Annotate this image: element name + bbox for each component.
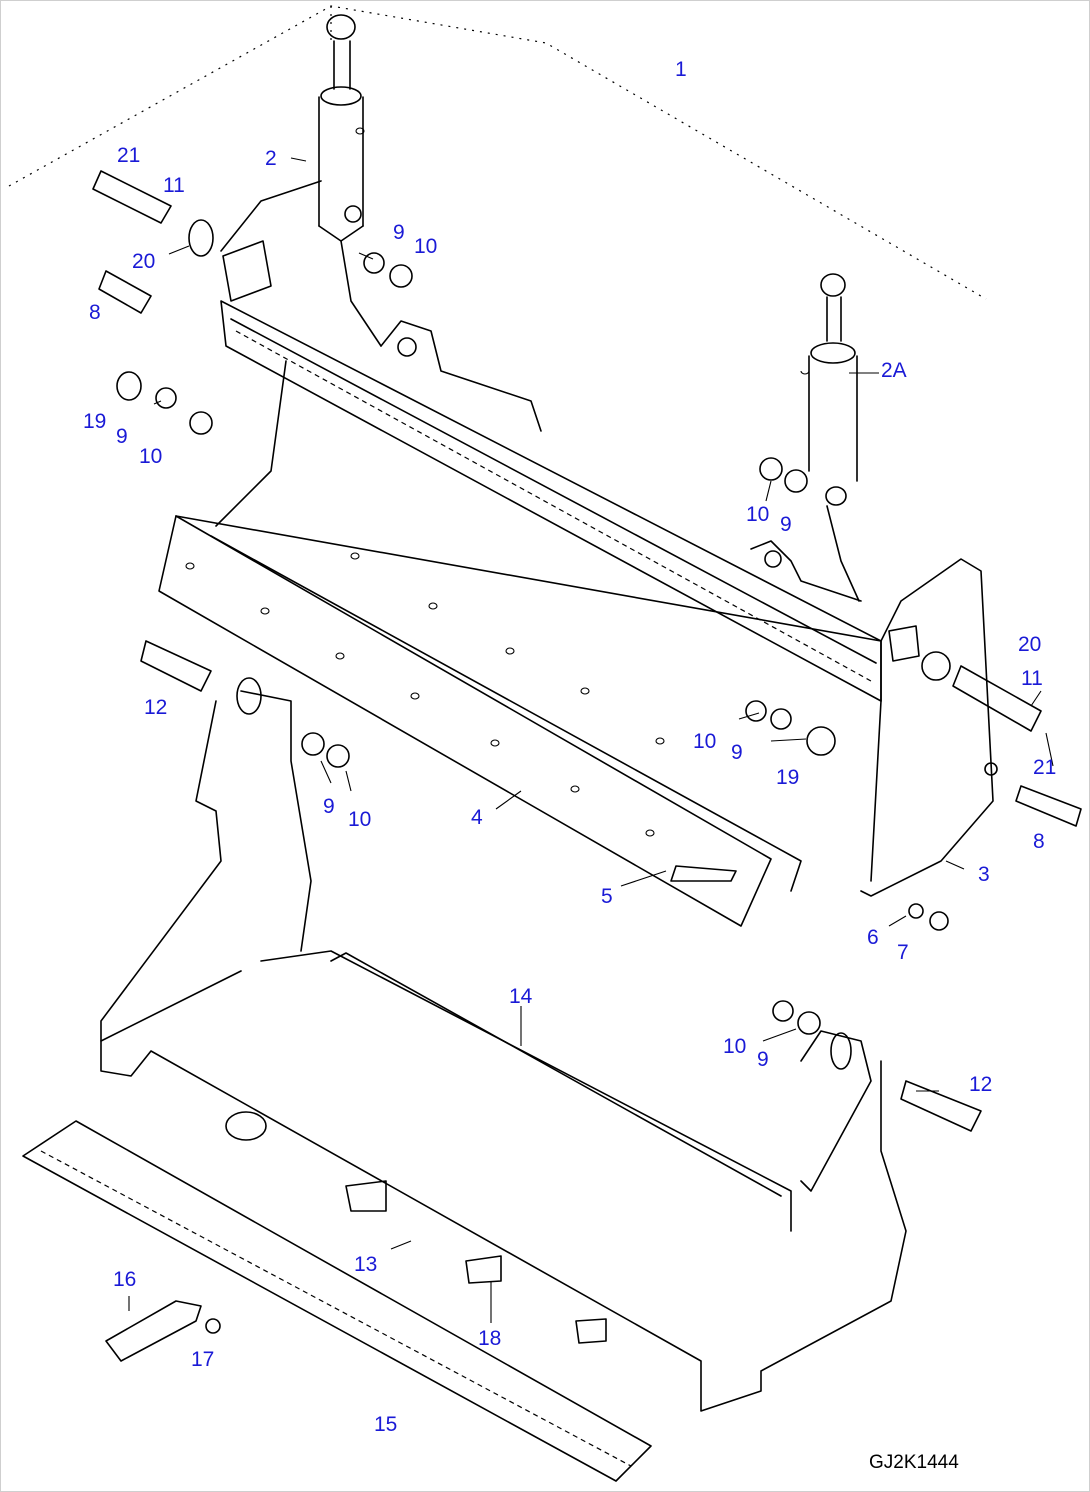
callout-9-a: 9 <box>393 221 405 244</box>
callout-9-c: 9 <box>780 513 792 536</box>
callout-labels: 1 2 2A 3 4 5 6 7 8 8 9 9 9 9 9 9 10 10 1… <box>83 58 1056 1436</box>
callout-9-d: 9 <box>731 741 743 764</box>
callout-12-right: 12 <box>969 1073 992 1096</box>
callout-2a: 2A <box>881 359 907 382</box>
callout-15: 15 <box>374 1413 397 1436</box>
callout-5: 5 <box>601 885 613 908</box>
callout-11-left: 11 <box>163 174 185 197</box>
callout-8-left: 8 <box>89 301 101 324</box>
callout-20-right: 20 <box>1018 633 1041 656</box>
machine-body-outline <box>8 5 987 300</box>
callout-19-left: 19 <box>83 410 106 433</box>
callout-10-a: 10 <box>414 235 437 258</box>
cylinder-right <box>800 273 860 602</box>
callout-12-left: 12 <box>144 696 167 719</box>
callout-3: 3 <box>978 863 990 886</box>
callout-11-right: 11 <box>1021 667 1043 690</box>
callout-10-d: 10 <box>693 730 716 753</box>
callout-10-c: 10 <box>746 503 769 526</box>
callout-20-left: 20 <box>132 250 155 273</box>
callout-9-f: 9 <box>757 1048 769 1071</box>
callout-2: 2 <box>265 147 277 170</box>
callout-10-b: 10 <box>139 445 162 468</box>
blade-plate <box>158 515 882 927</box>
callout-1: 1 <box>675 58 687 81</box>
callout-10-f: 10 <box>723 1035 746 1058</box>
callout-21-right: 21 <box>1033 756 1056 779</box>
callout-10-e: 10 <box>348 808 371 831</box>
hardware-parts <box>92 170 1082 1362</box>
callout-7: 7 <box>897 941 909 964</box>
callout-8-right: 8 <box>1033 830 1045 853</box>
side-plate <box>860 558 998 897</box>
callout-4: 4 <box>471 806 483 829</box>
callout-19-right: 19 <box>776 766 799 789</box>
drawing-number: GJ2K1444 <box>869 1452 959 1473</box>
callout-21-left: 21 <box>117 144 140 167</box>
lower-frame <box>100 690 907 1412</box>
callout-9-b: 9 <box>116 425 128 448</box>
callout-13: 13 <box>354 1253 377 1276</box>
callout-17: 17 <box>191 1348 214 1371</box>
callout-14: 14 <box>509 985 533 1008</box>
cylinder-left <box>318 14 382 347</box>
leader-lines <box>128 157 1054 1323</box>
callout-9-e: 9 <box>323 795 335 818</box>
callout-6: 6 <box>867 926 879 949</box>
cutting-edge <box>22 1120 652 1482</box>
callout-16: 16 <box>113 1268 136 1291</box>
callout-18: 18 <box>478 1327 501 1350</box>
